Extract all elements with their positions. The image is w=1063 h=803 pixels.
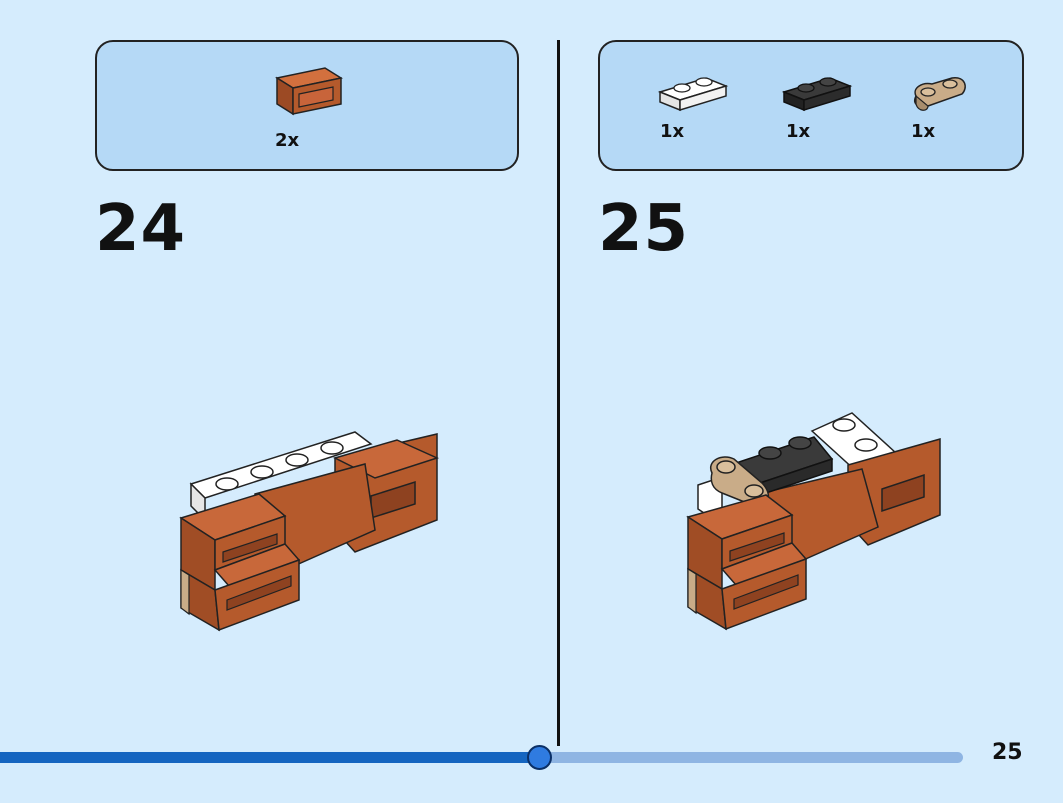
step-number: 25 — [598, 192, 690, 266]
part-qty: 1x — [911, 121, 936, 142]
page-divider — [557, 40, 560, 746]
tan-rounded-plate-1x2-icon — [914, 77, 966, 111]
part-qty: 1x — [786, 121, 811, 142]
part-qty: 1x — [660, 121, 685, 142]
parts-callout-step-24: 2x — [95, 40, 519, 171]
white-plate-1x2-icon — [658, 77, 729, 112]
progress-knob[interactable] — [527, 745, 552, 770]
parts-callout-step-25: 1x 1x 1x — [598, 40, 1024, 171]
brown-bracket-piece-icon — [275, 67, 343, 116]
step-number: 24 — [95, 192, 187, 266]
black-plate-1x2-icon — [782, 77, 853, 112]
model-illustration-step-25 — [686, 412, 941, 631]
progress-fill — [0, 752, 539, 763]
part-qty: 2x — [275, 130, 300, 151]
model-illustration-step-24 — [179, 431, 440, 632]
progress-track — [0, 745, 963, 770]
page-number: 25 — [992, 740, 1023, 765]
